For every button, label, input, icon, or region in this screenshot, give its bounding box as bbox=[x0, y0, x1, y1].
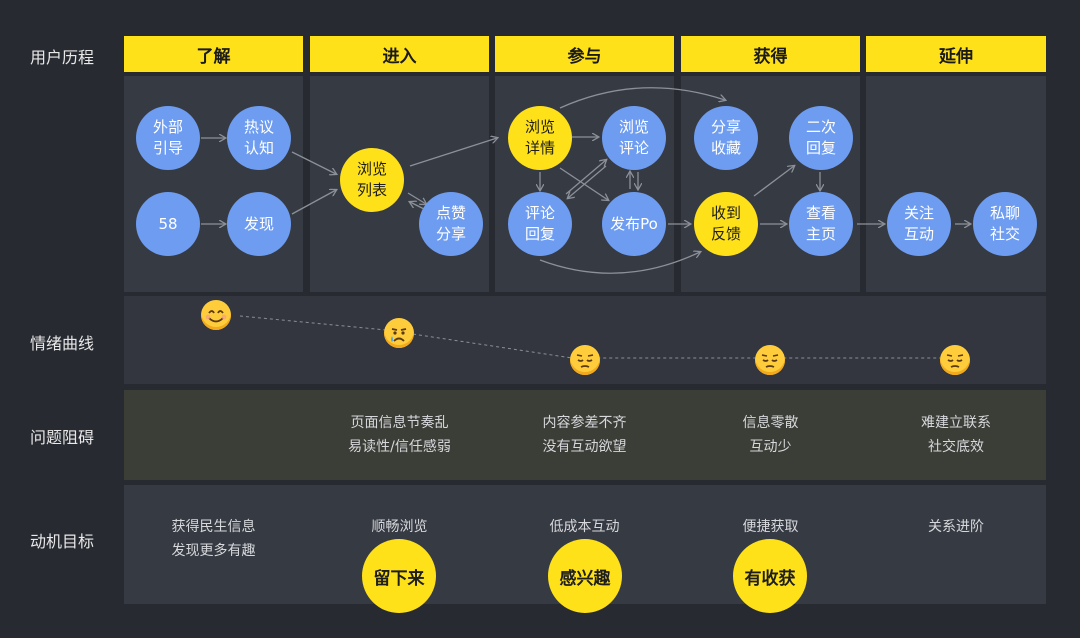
journey-band-5 bbox=[866, 76, 1046, 292]
goal-badge-stay: 留下来 bbox=[362, 539, 436, 613]
node-like-share: 点赞 分享 bbox=[419, 192, 483, 256]
node-comment-reply: 评论 回复 bbox=[508, 192, 572, 256]
node-second-reply: 二次 回复 bbox=[789, 106, 853, 170]
node-58: 58 bbox=[136, 192, 200, 256]
node-receive-feedback: 收到 反馈 bbox=[694, 192, 758, 256]
goal-badge-interested: 感兴趣 bbox=[548, 539, 622, 613]
smiling-face-icon bbox=[201, 300, 231, 330]
goal-participate: 低成本互动 bbox=[549, 519, 620, 535]
goal-understand: 获得民生信息 发现更多有趣 bbox=[171, 519, 256, 559]
row-label-journey: 用户历程 bbox=[29, 48, 94, 67]
problem-gain: 信息零散 互动少 bbox=[742, 415, 799, 455]
stage-header-extend: 延伸 bbox=[866, 36, 1046, 72]
row-label-problems: 问题阻碍 bbox=[29, 428, 94, 447]
node-external-guide: 外部 引导 bbox=[136, 106, 200, 170]
row-label-emotion: 情绪曲线 bbox=[29, 334, 94, 353]
node-view-profile: 查看 主页 bbox=[789, 192, 853, 256]
pensive-face-icon bbox=[755, 345, 785, 375]
goal-badge-rewarded: 有收获 bbox=[733, 539, 807, 613]
goal-enter: 顺畅浏览 bbox=[371, 519, 428, 535]
pensive-face-icon bbox=[940, 345, 970, 375]
node-follow-interact: 关注 互动 bbox=[887, 192, 951, 256]
row-label-goals: 动机目标 bbox=[29, 532, 94, 551]
stage-header-enter: 进入 bbox=[310, 36, 489, 72]
stage-header-participate: 参与 bbox=[495, 36, 674, 72]
node-browse-detail: 浏览 详情 bbox=[508, 106, 572, 170]
journey-band-1 bbox=[124, 76, 303, 292]
stage-header-gain: 获得 bbox=[681, 36, 860, 72]
node-discover: 发现 bbox=[227, 192, 291, 256]
problem-enter: 页面信息节奏乱 易读性/信任感弱 bbox=[348, 415, 451, 455]
pensive-face-icon bbox=[570, 345, 600, 375]
node-browse-list: 浏览 列表 bbox=[340, 148, 404, 212]
stage-header-understand: 了解 bbox=[124, 36, 303, 72]
node-hot-discussion: 热议 认知 bbox=[227, 106, 291, 170]
node-share-collect: 分享 收藏 bbox=[694, 106, 758, 170]
problem-participate: 内容参差不齐 没有互动欲望 bbox=[542, 415, 627, 455]
problem-extend: 难建立联系 社交底效 bbox=[921, 415, 991, 455]
node-browse-comments: 浏览 评论 bbox=[602, 106, 666, 170]
goal-extend: 关系进阶 bbox=[928, 519, 984, 535]
node-publish-post: 发布Po bbox=[602, 192, 666, 256]
goal-gain: 便捷获取 bbox=[742, 519, 799, 535]
problem-band bbox=[124, 390, 1046, 480]
crying-face-icon bbox=[384, 318, 414, 348]
node-private-chat: 私聊 社交 bbox=[973, 192, 1037, 256]
